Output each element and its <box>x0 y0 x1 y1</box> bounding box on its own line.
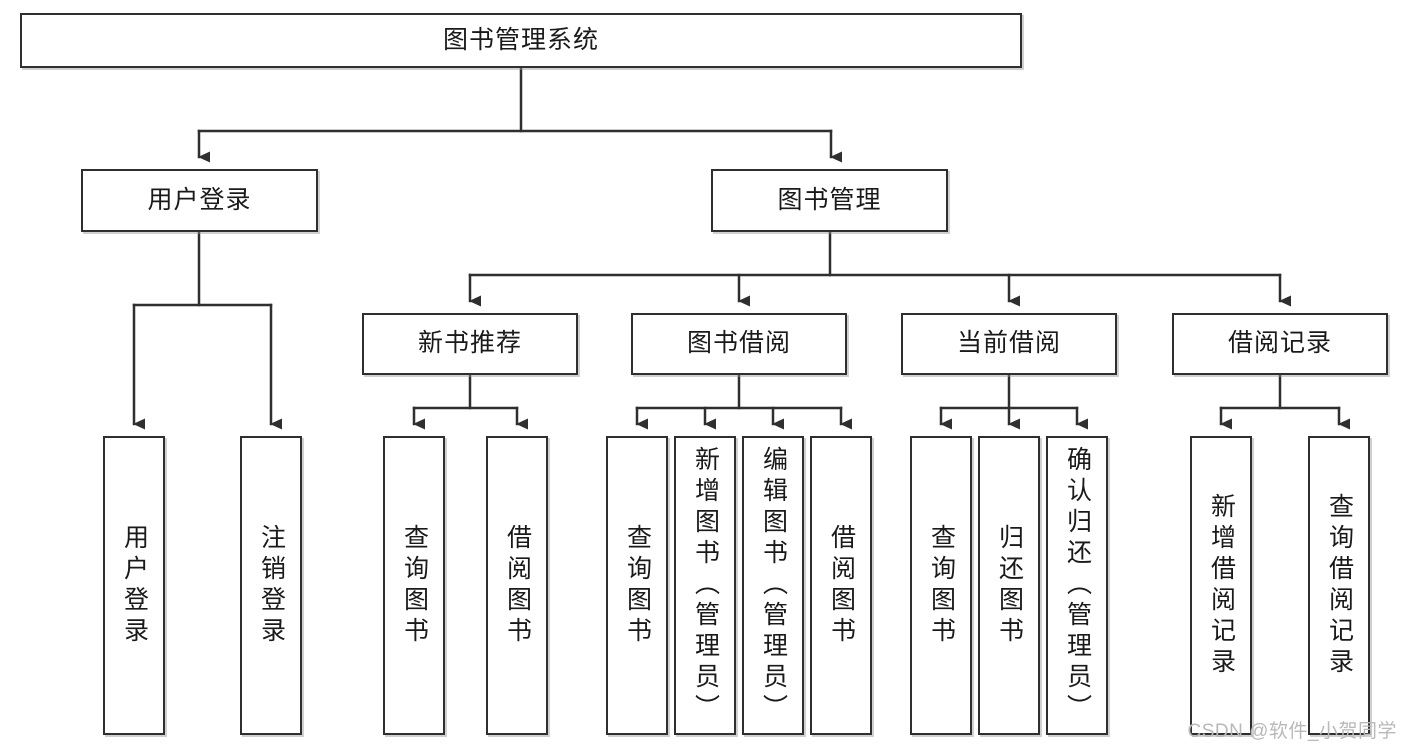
node-label: 归还图书 <box>995 523 1024 648</box>
node-label: 新书推荐 <box>417 329 522 358</box>
watermark-text: CSDN @软件_小贺同学 <box>1187 721 1397 742</box>
node-current-borrow[interactable]: 当前借阅 <box>901 313 1117 375</box>
node-label: 注销登录 <box>257 523 286 648</box>
leaf-node-user-login[interactable]: 用户登录 <box>103 436 165 735</box>
leaf-node-logout[interactable]: 注销登录 <box>240 436 302 735</box>
node-label: 查询图书 <box>927 523 956 648</box>
node-label: 新增图书（管理员） <box>691 446 720 725</box>
node-label: 编辑图书（管理员） <box>759 446 788 725</box>
node-label: 借阅图书 <box>827 523 856 648</box>
leaf-node-edit-book-admin[interactable]: 编辑图书（管理员） <box>742 436 804 735</box>
node-label: 图书管理系统 <box>442 25 599 54</box>
leaf-node-query-borrow-record[interactable]: 查询借阅记录 <box>1308 436 1370 735</box>
node-root-book-management-system[interactable]: 图书管理系统 <box>20 13 1022 68</box>
leaf-node-query-book-borrow[interactable]: 查询图书 <box>606 436 668 735</box>
node-new-book-recommendation[interactable]: 新书推荐 <box>362 313 578 375</box>
node-label: 用户登录 <box>147 185 252 214</box>
node-label: 借阅记录 <box>1227 329 1332 358</box>
node-book-borrow[interactable]: 图书借阅 <box>631 313 847 375</box>
node-user-login[interactable]: 用户登录 <box>81 169 318 232</box>
node-label: 查询图书 <box>623 523 652 648</box>
node-label: 查询图书 <box>400 523 429 648</box>
node-label: 查询借阅记录 <box>1325 492 1354 679</box>
leaf-node-return-book[interactable]: 归还图书 <box>978 436 1040 735</box>
node-label: 借阅图书 <box>503 523 532 648</box>
node-book-management[interactable]: 图书管理 <box>711 169 948 232</box>
node-label: 确认归还（管理员） <box>1063 446 1092 725</box>
leaf-node-borrow-book[interactable]: 借阅图书 <box>810 436 872 735</box>
leaf-node-borrow-book-new-rec[interactable]: 借阅图书 <box>486 436 548 735</box>
node-label: 用户登录 <box>120 523 149 648</box>
node-label: 当前借阅 <box>956 329 1061 358</box>
leaf-node-confirm-return-admin[interactable]: 确认归还（管理员） <box>1046 436 1108 735</box>
leaf-node-add-book-admin[interactable]: 新增图书（管理员） <box>674 436 736 735</box>
leaf-node-add-borrow-record[interactable]: 新增借阅记录 <box>1190 436 1252 735</box>
node-label: 新增借阅记录 <box>1207 492 1236 679</box>
leaf-node-query-book-new-rec[interactable]: 查询图书 <box>383 436 445 735</box>
leaf-node-query-book-current[interactable]: 查询图书 <box>910 436 972 735</box>
node-label: 图书管理 <box>777 185 882 214</box>
node-borrow-record[interactable]: 借阅记录 <box>1172 313 1388 375</box>
node-label: 图书借阅 <box>686 329 791 358</box>
